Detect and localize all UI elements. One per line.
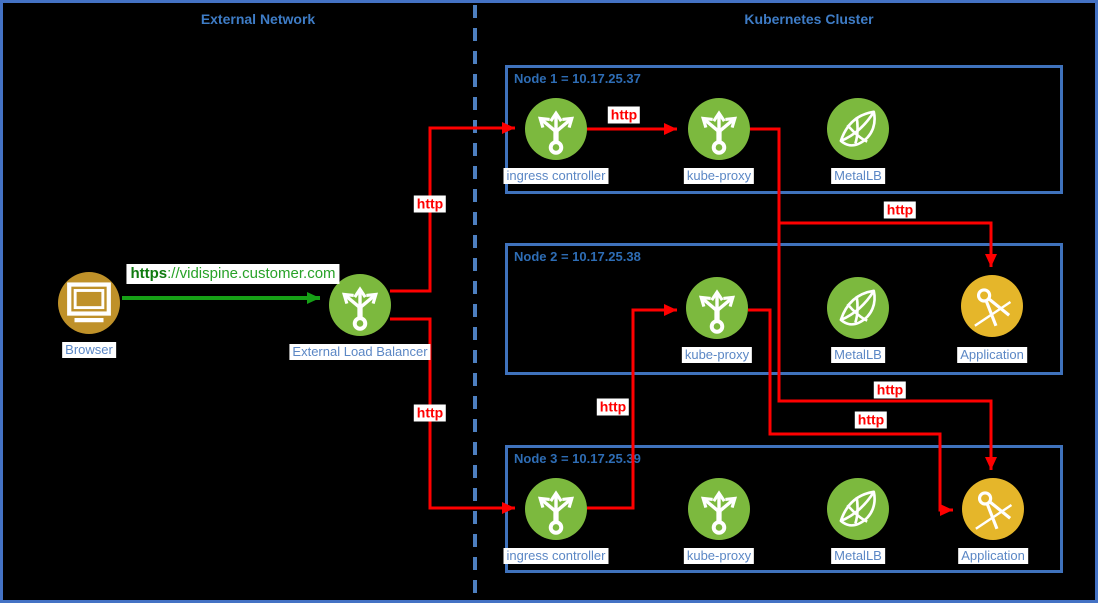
node3-kube-proxy-label: kube-proxy [683,548,755,564]
metallb-icon [839,490,876,527]
node1-kube-proxy-label: kube-proxy [683,168,755,184]
node2-kube-proxy-node [686,277,748,339]
node1-ingress-controller-label: ingress controller [503,168,609,184]
node2-metallb-label: MetalLB [831,347,885,363]
http-label-elb-node1: http [413,195,447,213]
node2-title: Node 2 = 10.17.25.38 [514,249,641,264]
load-balancer-icon [341,286,379,331]
application-compass-icon [975,491,1013,530]
node3-application-node [962,478,1024,540]
http-label-elb-node3: http [413,404,447,422]
node2-application-node [961,275,1023,337]
external-load-balancer-node [329,274,391,336]
external-network-title: External Network [200,11,316,27]
node3-metallb-node [827,478,889,540]
node3-application-label: Application [958,548,1028,564]
load-balancer-icon [698,289,736,334]
http-label-node1-internal: http [607,106,641,124]
metallb-icon [839,289,876,326]
node3-title: Node 3 = 10.17.25.39 [514,451,641,466]
node1-kube-proxy-node [688,98,750,160]
http-label-node2-to-node3-app: http [854,411,888,429]
kubernetes-cluster-title: Kubernetes Cluster [744,11,874,27]
node1-metallb-label: MetalLB [831,168,885,184]
http-label-node1-to-node2-app: http [883,201,917,219]
node2-application-label: Application [957,347,1027,363]
http-label-node3-to-node2-kp: http [596,398,630,416]
browser-label: Browser [62,342,116,358]
http-label-node1-to-node3-app: http [873,381,907,399]
node2-metallb-node [827,277,889,339]
load-balancer-icon [537,110,575,155]
node3-ingress-controller-label: ingress controller [503,548,609,564]
load-balancer-icon [700,110,738,155]
metallb-icon [839,110,876,147]
edge-elb-to-node1-ingress [390,122,515,293]
node3-ingress-controller-node [525,478,587,540]
node1-title: Node 1 = 10.17.25.37 [514,71,641,86]
request-url-label: https://vidispine.customer.com [126,264,340,284]
load-balancer-icon [537,490,575,535]
node1-ingress-controller-node [525,98,587,160]
browser-monitor-icon [67,282,111,323]
url-scheme: https [130,265,168,282]
external-load-balancer-label: External Load Balancer [289,344,431,360]
application-compass-icon [974,288,1012,327]
node3-kube-proxy-node [688,478,750,540]
node2-kube-proxy-label: kube-proxy [681,347,753,363]
node3-metallb-label: MetalLB [831,548,885,564]
url-rest: ://vidispine.customer.com [167,265,336,282]
load-balancer-icon [700,490,738,535]
browser-node [58,272,120,334]
node1-metallb-node [827,98,889,160]
